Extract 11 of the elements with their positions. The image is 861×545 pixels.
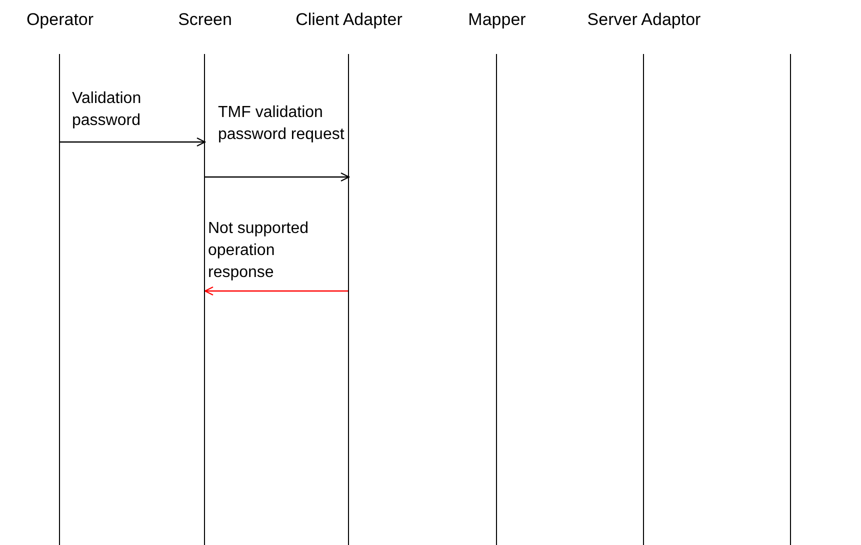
arrow [60, 137, 206, 147]
message-label: Not supported operation response [208, 219, 310, 283]
participant-name: Client Adapter [294, 10, 404, 30]
participant-name: Mapper [467, 10, 527, 30]
participant-name: Operator [25, 10, 95, 30]
message-label: Validation password [72, 89, 142, 131]
arrow [205, 172, 350, 182]
participant-name: Screen [177, 10, 233, 30]
arrow [204, 286, 349, 296]
participant-name: Server Adaptor [586, 10, 702, 30]
message-label: TMF validation password request [218, 103, 346, 145]
